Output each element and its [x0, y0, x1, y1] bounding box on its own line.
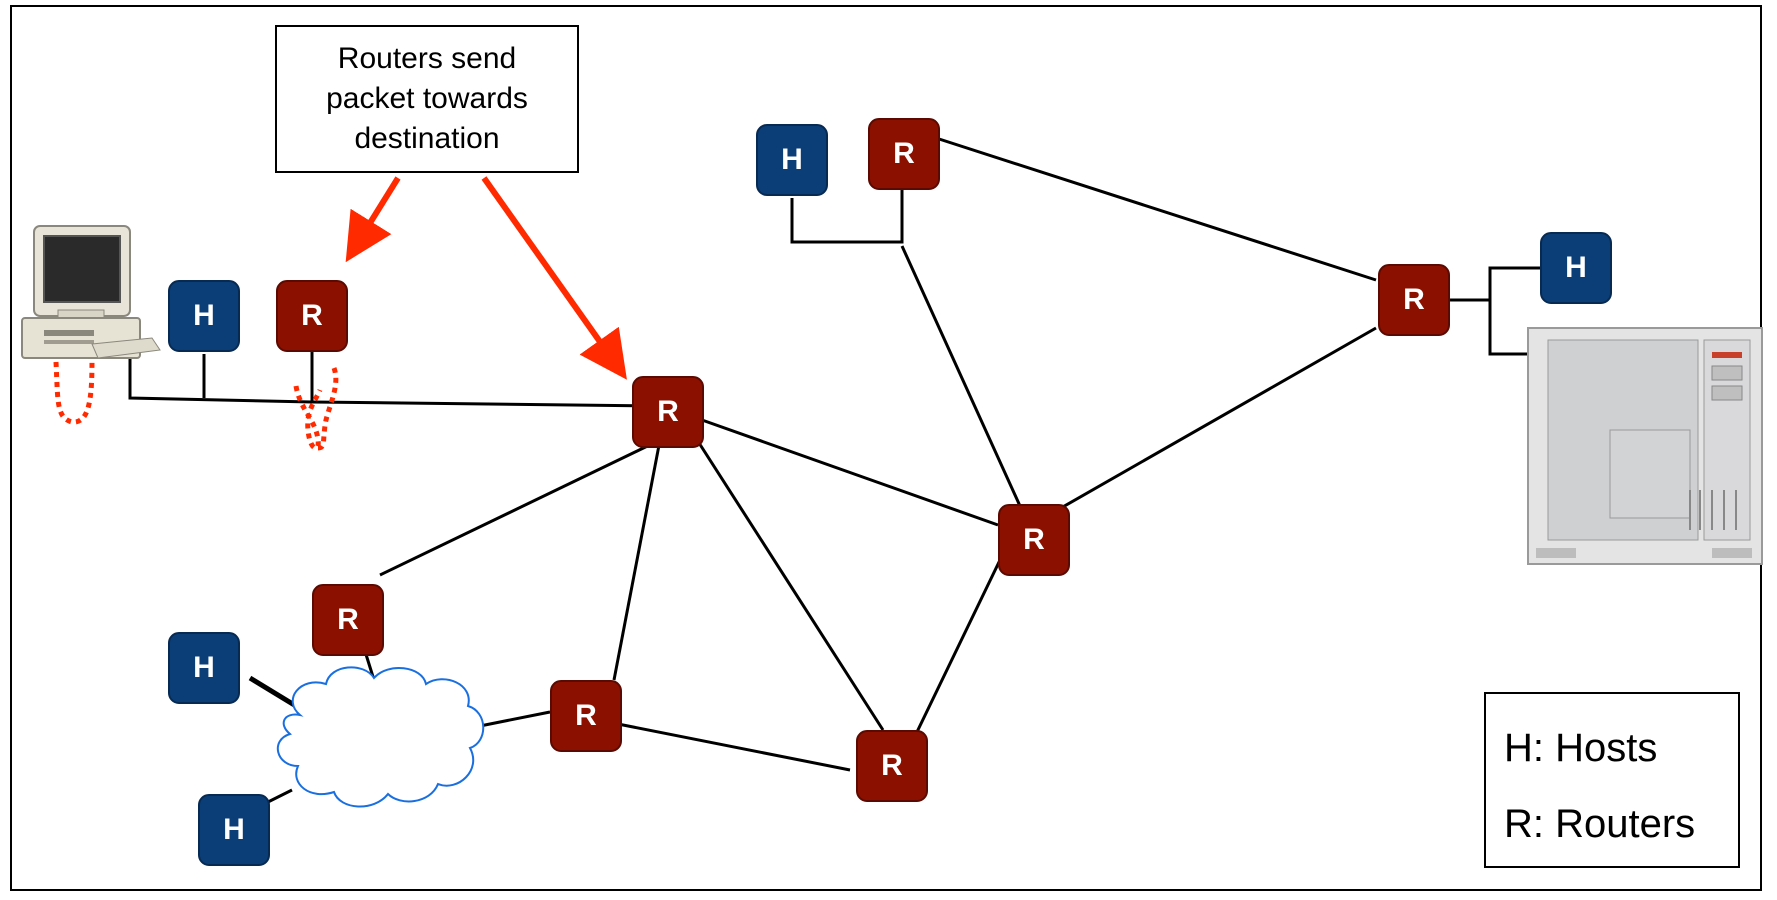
- server-tower-icon: [1527, 327, 1763, 565]
- link-center-r8: [701, 418, 999, 527]
- link-r6-r7: [617, 722, 851, 772]
- host-node: H: [198, 794, 270, 866]
- packet-trace-router-a: [293, 385, 323, 451]
- arrow-to-router-left: [345, 176, 401, 263]
- link-r7-r8: [914, 559, 1002, 735]
- callout-line-1: Routers send: [337, 42, 517, 75]
- router-node: R: [868, 118, 940, 190]
- router-node: R: [312, 584, 384, 656]
- callout-line-3: destination: [354, 122, 500, 155]
- callout-box: Routers send packet towards destination: [275, 25, 579, 173]
- router-node: R: [632, 376, 704, 448]
- packet-trace-router-b: [317, 367, 339, 451]
- link-center-r5: [379, 438, 661, 577]
- router-node: R: [276, 280, 348, 352]
- arrow-to-router-center: [481, 176, 627, 380]
- link-r8-r2: [900, 245, 1022, 507]
- router-node: R: [1378, 264, 1450, 336]
- link-left-lan-center: [311, 400, 663, 408]
- host-node: H: [1540, 232, 1612, 304]
- link-r8-r9: [1039, 326, 1377, 522]
- host-node: H: [756, 124, 828, 196]
- router-node: R: [550, 680, 622, 752]
- link-host-cloud-top: [248, 675, 298, 709]
- link-center-r6: [612, 439, 662, 681]
- callout-arrows: [345, 176, 627, 380]
- host-node: H: [168, 632, 240, 704]
- callout-line-2: packet towards: [326, 82, 528, 115]
- desktop-computer-icon: [21, 225, 161, 359]
- legend-box: H: Hosts R: Routers: [1484, 692, 1740, 868]
- router-node: R: [856, 730, 928, 802]
- link-r2-r9: [935, 136, 1377, 282]
- host-node: H: [168, 280, 240, 352]
- link-center-r7: [690, 431, 885, 731]
- legend-hosts: H: Hosts: [1504, 726, 1658, 770]
- packet-trace-computer: [53, 359, 95, 425]
- top-lan-bus: [790, 188, 904, 244]
- right-lan-bus: [1450, 266, 1540, 356]
- packet-traces: [53, 359, 339, 451]
- network-cloud-icon: [276, 666, 485, 808]
- legend-routers: R: Routers: [1504, 802, 1696, 846]
- router-node: R: [998, 504, 1070, 576]
